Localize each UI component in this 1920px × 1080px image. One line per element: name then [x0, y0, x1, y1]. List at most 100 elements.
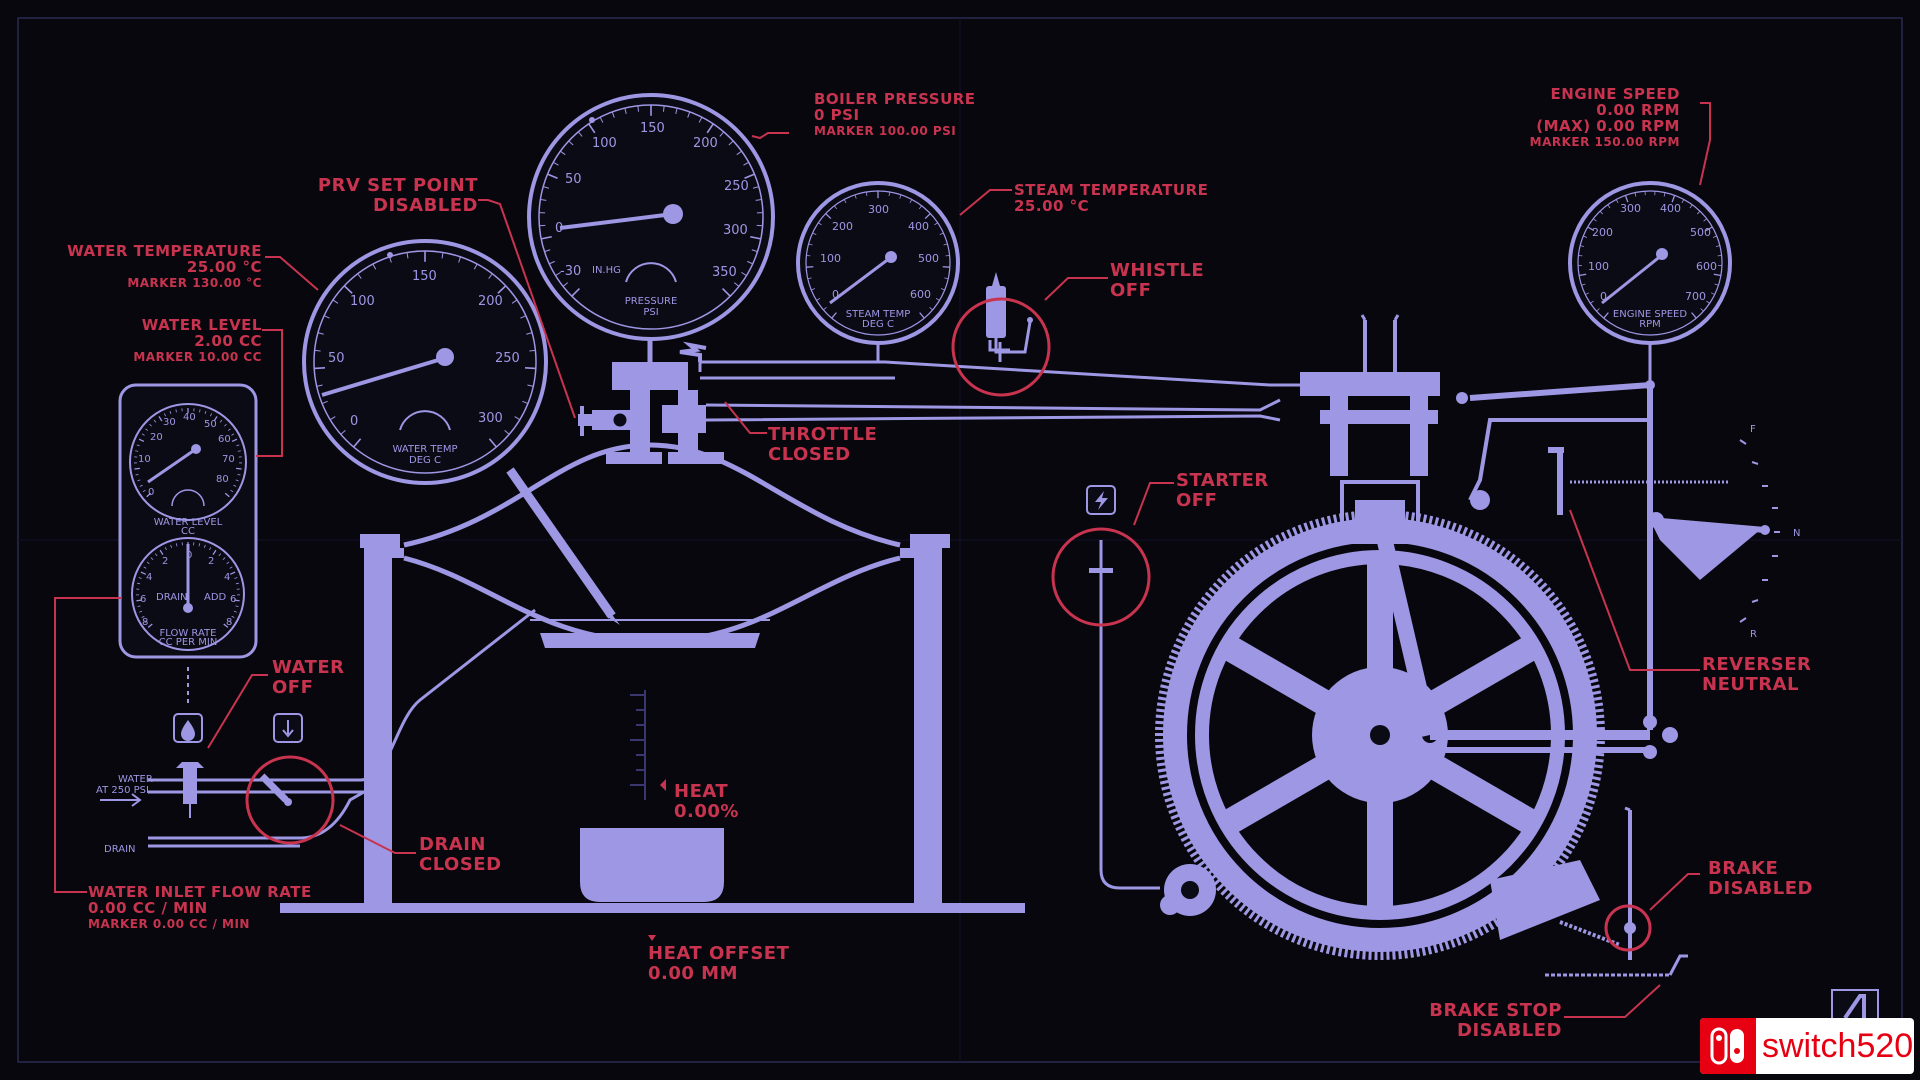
- gauge-tick: 600: [910, 288, 931, 301]
- gauge-title: STEAM TEMP: [846, 309, 911, 320]
- gauge-tick-mark: [237, 473, 241, 476]
- starter[interactable]: [1089, 540, 1216, 916]
- gauge-tick-mark: [599, 116, 604, 123]
- gauge-tick-mark: [145, 428, 149, 431]
- gauge-tick-mark: [218, 553, 222, 557]
- gauge-tick-mark: [571, 287, 581, 297]
- gauge-tick-mark: [588, 123, 596, 134]
- brake[interactable]: [1490, 806, 1688, 977]
- gauge-tick-mark: [488, 438, 497, 448]
- gauge-tick: 2: [208, 556, 214, 567]
- gauge-tick-mark: [226, 561, 230, 565]
- gauge-tick-mark: [526, 332, 533, 335]
- gauge-tick-mark: [675, 107, 678, 115]
- gauge-tick-mark: [1587, 226, 1595, 232]
- gauge-tick-mark: [137, 582, 141, 585]
- gauge-tick-mark: [228, 620, 232, 624]
- gauge-tick-mark: [733, 282, 740, 287]
- label-heat-offset: HEAT OFFSET 0.00 MM: [648, 943, 790, 984]
- gauge-tick-mark: [662, 105, 665, 112]
- heat-ruler: [630, 690, 646, 800]
- drain-valve[interactable]: [259, 773, 292, 806]
- gauge-tick-mark: [146, 561, 150, 565]
- svg-text:OFF: OFF: [272, 677, 313, 698]
- gauge-tick-mark: [140, 571, 147, 575]
- gauge-tick-mark: [611, 111, 615, 118]
- gauge-tick-mark: [1703, 218, 1707, 222]
- gauge-tick-mark: [1634, 192, 1637, 197]
- gauge-tick-mark: [441, 252, 444, 259]
- gauge-tick: 0: [186, 550, 192, 561]
- gauge-tick-mark: [237, 450, 241, 452]
- gauge-tick-mark: [146, 492, 152, 498]
- gauge-tick: 40: [183, 412, 196, 423]
- water-drop-icon[interactable]: [173, 713, 203, 743]
- label-engine-speed: ENGINE SPEED 0.00 RPM (MAX) 0.00 RPM MAR…: [1530, 85, 1680, 149]
- gauge-tick-mark: [924, 213, 931, 219]
- gauge-tick-mark: [175, 409, 177, 413]
- svg-text:WATER INLET FLOW RATE: WATER INLET FLOW RATE: [88, 883, 312, 901]
- gauge-tick-mark: [235, 582, 239, 585]
- svg-text:0.00 CC / MIN: 0.00 CC / MIN: [88, 899, 208, 917]
- gauge-tick-mark: [235, 479, 239, 482]
- gauge-side: DRAIN: [156, 592, 188, 603]
- gauge-tick-mark: [934, 222, 938, 226]
- gauge-tick-mark: [136, 599, 142, 602]
- gauge-tick-mark: [343, 285, 353, 294]
- gauge-tick-mark: [137, 479, 141, 482]
- label-prv-set-point: PRV SET POINT DISABLED: [318, 175, 478, 216]
- label-reverser: REVERSER NEUTRAL: [1702, 654, 1811, 695]
- boiler: [403, 442, 901, 648]
- gauge-tick-mark: [1590, 300, 1594, 304]
- gauge-tick: 50: [204, 419, 217, 430]
- gauge-tick-mark: [321, 400, 328, 405]
- gauge-title: FLOW RATE: [160, 628, 217, 639]
- svg-text:BRAKE: BRAKE: [1708, 858, 1778, 879]
- gauge-unit: IN.HG: [592, 265, 621, 276]
- gauge-tick-mark: [944, 277, 949, 280]
- gauge-tick-mark: [137, 605, 141, 607]
- reverser[interactable]: F N R: [1548, 424, 1800, 640]
- lightning-icon[interactable]: [1086, 485, 1116, 515]
- gauge-tick: 20: [150, 432, 163, 443]
- gauge-tick-mark: [314, 367, 326, 370]
- gauge-tick: 400: [1660, 202, 1681, 215]
- gauge-tick: 0: [148, 487, 154, 498]
- drain-arrow-icon[interactable]: [273, 713, 303, 743]
- gauge-tick-mark: [1691, 312, 1697, 319]
- gauge-tick-mark: [1700, 308, 1704, 312]
- gauge-tick-mark: [1681, 199, 1685, 204]
- label-starter: STARTER OFF: [1176, 470, 1268, 511]
- gauge-tick-mark: [150, 557, 154, 560]
- svg-text:0.00 MM: 0.00 MM: [648, 963, 738, 984]
- gauge-tick-mark: [139, 484, 143, 487]
- gauge-tick-mark: [357, 273, 362, 279]
- gauge-tick-mark: [562, 282, 569, 287]
- gauge-tick-mark: [234, 599, 240, 602]
- gauge-side: ADD: [204, 592, 227, 603]
- gauge-tick-mark: [812, 232, 817, 235]
- watermark-badge: switch520: [1700, 1018, 1914, 1074]
- gauge-tick-mark: [544, 249, 551, 253]
- gauge-unit: RPM: [1639, 319, 1661, 330]
- svg-text:HEAT OFFSET: HEAT OFFSET: [648, 943, 790, 964]
- gauge-tick: 0: [1600, 290, 1607, 303]
- gauge-tick-mark: [940, 288, 945, 291]
- gauge-tick-mark: [317, 332, 324, 335]
- gauge-tick-mark: [831, 312, 837, 319]
- reverser-mark-neutral: N: [1793, 528, 1800, 539]
- gauge-tick: 300: [1620, 202, 1641, 215]
- heater-bowl[interactable]: [580, 828, 724, 902]
- gauge-tick-mark: [199, 409, 201, 413]
- water-valve[interactable]: [176, 762, 204, 818]
- gauge-tick-mark: [752, 186, 759, 189]
- svg-text:0.00%: 0.00%: [674, 801, 739, 822]
- gauge-tick: 80: [216, 474, 229, 485]
- gauge-tick: 50: [565, 172, 582, 187]
- gauge-tick-mark: [1578, 273, 1587, 277]
- prv-valve[interactable]: [578, 406, 630, 436]
- gauge-tick-mark: [1583, 235, 1588, 238]
- label-brake: BRAKE DISABLED: [1708, 858, 1812, 899]
- gauge-tick-mark: [147, 623, 153, 628]
